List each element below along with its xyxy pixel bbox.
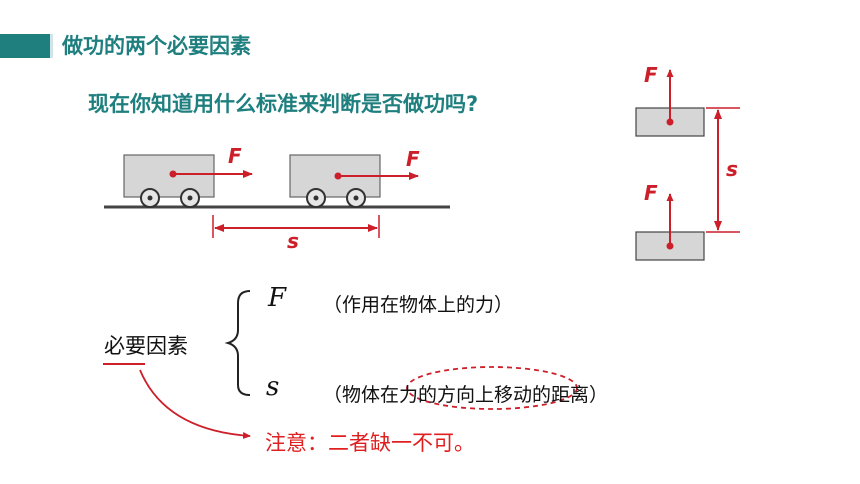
block-top-force-label: F xyxy=(644,63,658,87)
distance-symbol: s xyxy=(266,372,280,402)
title-accent-edge xyxy=(50,34,53,58)
cart-2-force-label: F xyxy=(406,147,420,171)
title-accent-bar xyxy=(0,34,50,58)
question-text: 现在你知道用什么标准来判断是否做功吗? xyxy=(88,92,479,116)
block-bottom-force-label: F xyxy=(644,181,658,205)
cart-2 xyxy=(289,154,419,208)
distance-description: （物体在力的方向上移动的距离） xyxy=(323,384,609,406)
note-text: 注意：二者缺一不可。 xyxy=(265,431,475,455)
horizontal-distance-label: s xyxy=(287,229,299,253)
cart-1-force-label: F xyxy=(228,144,242,168)
direction-highlight-ellipse xyxy=(406,366,578,410)
force-symbol: F xyxy=(268,283,287,313)
vertical-distance-label: s xyxy=(726,157,738,181)
force-description: （作用在物体上的力） xyxy=(323,294,514,316)
note-pointer-arrow xyxy=(139,369,251,439)
factors-brace xyxy=(224,290,251,396)
page-title: 做功的两个必要因素 xyxy=(62,34,251,58)
cart-1-body xyxy=(123,154,215,198)
cart-1 xyxy=(123,154,253,208)
factors-label: 必要因素 xyxy=(104,334,188,358)
